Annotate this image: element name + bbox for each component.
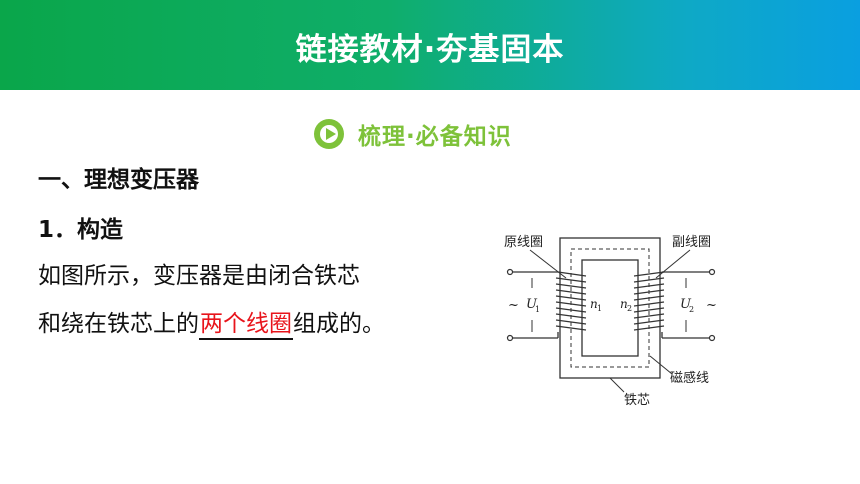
subheading: 1．构造 — [38, 217, 124, 243]
text-line-2-prefix: 和绕在铁芯上的 — [38, 311, 199, 337]
label-secondary-coil: 副线圈 — [672, 235, 711, 250]
heading: 一、理想变压器 — [38, 167, 199, 193]
label-u2-subscript: 2 — [689, 305, 694, 314]
text-line-2: 和绕在铁芯上的两个线圈组成的。 — [38, 304, 385, 340]
iron-core-outer — [559, 237, 661, 379]
banner-title: 链接教材·夯基固本 — [295, 32, 565, 68]
ac-symbol-right: ~ — [706, 298, 717, 313]
header-banner: 链接教材·夯基固本 — [0, 0, 860, 90]
label-n2: n — [620, 297, 628, 311]
label-u1-subscript: 1 — [535, 305, 540, 314]
terminal-dot — [506, 334, 514, 342]
section-header: 梳理·必备知识 — [312, 116, 512, 152]
label-flux-lines: 磁感线 — [670, 370, 709, 386]
label-n1-subscript: 1 — [597, 304, 602, 313]
label-n1: n — [590, 297, 598, 311]
label-u2: U — [680, 297, 692, 312]
label-primary-coil: 原线圈 — [504, 235, 543, 250]
transformer-diagram: 原线圈 副线圈 磁感线 铁芯 ~ ~ U 1 U 2 n 1 n 2 — [504, 235, 717, 408]
terminal-dot — [708, 334, 716, 342]
terminal-dot — [506, 268, 514, 276]
primary-coil — [510, 271, 587, 339]
fill-blank-answer: 两个线圈 — [199, 310, 293, 340]
ac-symbol-left: ~ — [508, 298, 519, 313]
iron-core-inner — [581, 259, 639, 357]
section-title: 梳理·必备知识 — [358, 124, 512, 150]
secondary-coil — [633, 271, 712, 339]
flux-loop — [570, 248, 650, 368]
label-iron-core: 铁芯 — [624, 393, 650, 408]
play-circle-icon — [314, 119, 344, 149]
terminal-dot — [708, 268, 716, 276]
text-line-2-suffix: 组成的。 — [293, 311, 385, 337]
text-line-1: 如图所示，变压器是由闭合铁芯 — [38, 263, 360, 289]
label-n2-subscript: 2 — [627, 304, 632, 313]
label-u1: U — [526, 297, 538, 312]
